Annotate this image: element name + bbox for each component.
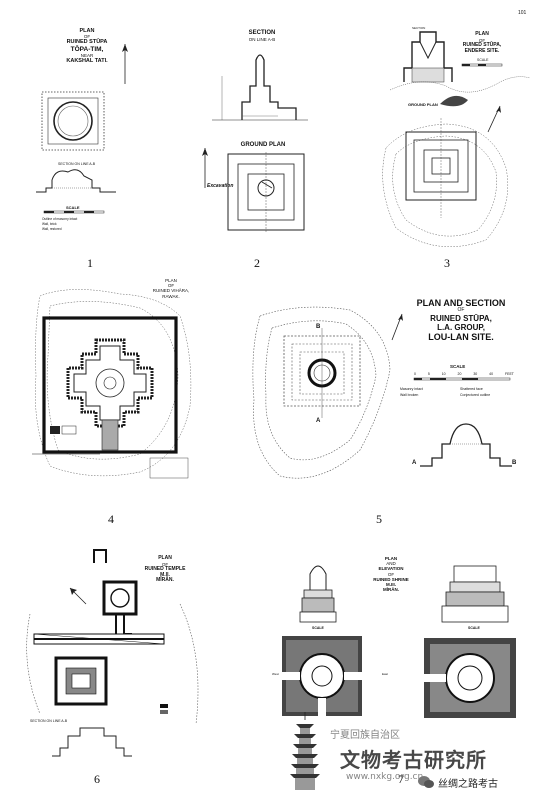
figure-2-annotation: Excavation (207, 183, 234, 189)
figure-1-scale-bar (43, 210, 105, 214)
figure-3-terrain (389, 76, 531, 107)
figure-6-title: PLAN OF RUINED TEMPLE M.II. MĪRĀN. (144, 555, 186, 584)
figure-1-scale-label: SCALE (66, 205, 80, 210)
figure-7-elevation-right (441, 565, 509, 623)
watermark-badge-text: 丝绸之路考古 (438, 778, 498, 790)
figure-6-plan-drawing (26, 580, 199, 725)
figure-2-ground-plan-drawing (227, 152, 305, 232)
figure-7-scale-label-left: SCALE (312, 626, 324, 630)
figure-7-number: 7 (398, 772, 404, 786)
figure-5-marker-b-top: B (316, 324, 321, 330)
figure-5-scale-label: SCALE (450, 364, 466, 369)
watermark-institute-name: 文物考古研究所 (340, 748, 487, 772)
figure-1-number: 1 (87, 256, 93, 270)
figure-7-title: PLAN AND ELEVATION OF RUINED SHRINE M.II… (373, 556, 409, 593)
figure-5-marker-a-section: A (412, 460, 417, 466)
figure-1-section-drawing (36, 169, 116, 193)
figure-2-section-drawing (212, 54, 308, 121)
figure-3-section-drawing (403, 31, 453, 83)
north-arrow-icon (69, 587, 87, 605)
figure-5-scale-bar (413, 377, 511, 381)
watermark-badge: 丝绸之路考古 (418, 772, 534, 792)
figure-7-plan-right (424, 638, 516, 718)
figure-4-plan-drawing (32, 289, 192, 479)
figure-6-section-label: SECTION ON LINE A-B (30, 719, 68, 723)
figure-3-scale-bar (461, 63, 503, 67)
figure-5-number: 5 (376, 512, 382, 526)
figure-3-ground-plan-title: GROUND PLAN (408, 102, 438, 107)
figure-7-elevation-left (299, 565, 337, 623)
figure-6-section-drawing (52, 727, 132, 757)
figure-7-scale-label-right: SCALE (468, 626, 480, 630)
figure-2-number: 2 (254, 256, 260, 270)
figure-7-plan-left (282, 636, 362, 716)
figure-1-legend: Outline of masonry intact Wall, brick Wa… (42, 217, 78, 231)
figure-5-title: PLAN AND SECTION OF RUINED STŪPA, L.A. G… (416, 298, 506, 343)
figure-5-marker-b-section: B (512, 460, 517, 466)
north-arrow-icon (487, 105, 501, 133)
figure-3-number: 3 (444, 256, 450, 270)
figure-5-plan-drawing (252, 306, 391, 479)
figure-7-label-east: East (382, 672, 389, 676)
figure-2-section-title: SECTION ON LINE A-B (248, 30, 276, 42)
figure-7-label-west: West (272, 672, 279, 676)
figure-4-title: PLAN OF RUINED VIHĀRA, RAWAK. (152, 278, 190, 299)
figure-2-ground-plan-title: GROUND PLAN (240, 142, 286, 148)
figure-6-top-drawing (93, 549, 107, 563)
figure-4-number: 4 (108, 512, 114, 526)
figure-6-number: 6 (94, 772, 100, 786)
figure-3-section-label: SECTION (412, 26, 426, 30)
watermark-institution: 宁夏回族自治区 (330, 730, 400, 741)
pagoda-icon (290, 712, 320, 790)
figure-3-ground-plan-drawing (382, 118, 509, 247)
north-arrow-icon (122, 44, 128, 84)
north-arrow-icon (391, 313, 403, 341)
figure-3-title: PLAN OF RUINED STŪPA, ENDERE SITE. (462, 31, 502, 54)
north-arrow-icon (202, 148, 208, 188)
figure-1-section-label: SECTION ON LINE A-B (58, 162, 96, 166)
watermark-url: www.nxkg.org.cn (346, 772, 424, 782)
figure-1-plan-drawing (41, 91, 105, 151)
figure-5-section-drawing (420, 423, 512, 467)
figure-5-marker-a-bottom: A (316, 418, 321, 424)
figure-3-scale-label: SCALE (477, 58, 489, 62)
page-number: 101 (518, 10, 527, 16)
wechat-icon (418, 776, 434, 788)
figure-1-title: PLAN OF RUINED STŪPA TŌPA-TIM, NEAR KAKS… (66, 28, 108, 65)
